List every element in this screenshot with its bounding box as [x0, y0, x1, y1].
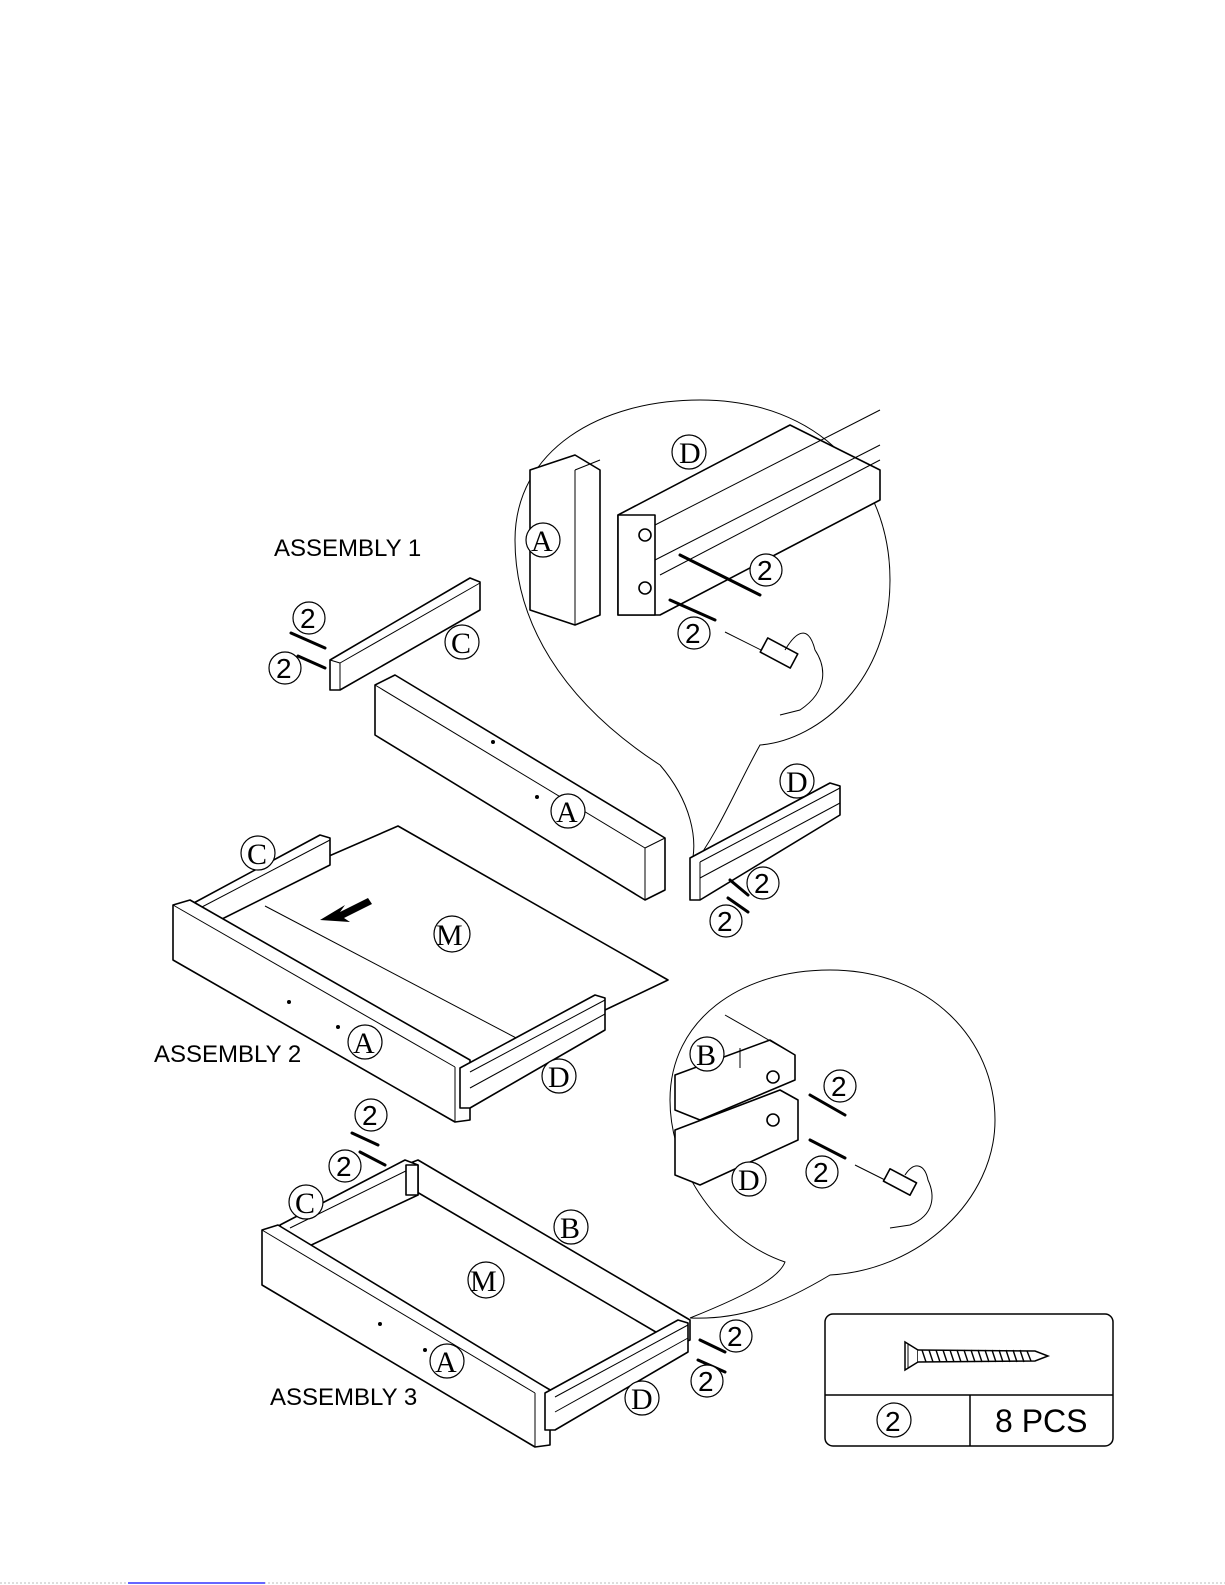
label-m: M — [436, 919, 463, 952]
label-c: C — [451, 627, 471, 660]
label-c-2: C — [247, 838, 267, 871]
hardware-table: 2 8 PCS — [825, 1314, 1113, 1446]
label-d-2: D — [548, 1061, 570, 1094]
block-icon — [406, 1165, 418, 1195]
detail-callout-2: B 2 2 D — [670, 970, 995, 1318]
assembly-3-title: ASSEMBLY 3 — [270, 1384, 417, 1411]
hardware-number: 2 — [685, 618, 701, 649]
label-d-detail-1: D — [679, 437, 701, 470]
label-d-detail-2: D — [738, 1164, 760, 1197]
label-a-2: A — [353, 1027, 375, 1060]
screwdriver-icon — [760, 638, 798, 668]
hardware-number: 2 — [813, 1157, 829, 1188]
label-d-3: D — [631, 1383, 653, 1416]
assembly-2-title: ASSEMBLY 2 — [154, 1041, 301, 1068]
hardware-number: 2 — [754, 868, 770, 899]
hardware-number: 2 — [336, 1151, 352, 1182]
label-b: B — [560, 1212, 580, 1245]
hardware-number: 2 — [300, 603, 316, 634]
label-a: A — [556, 796, 578, 829]
label-a-3: A — [435, 1346, 457, 1379]
screwdriver-icon — [883, 1169, 916, 1195]
hardware-quantity: 8 PCS — [995, 1403, 1087, 1439]
hardware-number: 2 — [362, 1100, 378, 1131]
label-m-3: M — [470, 1265, 497, 1298]
label-c-3: C — [295, 1187, 315, 1220]
assembly-1-title: ASSEMBLY 1 — [274, 535, 421, 562]
board-a-3 — [262, 1225, 550, 1447]
hardware-number: 2 — [831, 1071, 847, 1102]
board-b — [405, 1160, 690, 1345]
label-a-detail-1: A — [531, 525, 553, 558]
rail-d-detail — [618, 425, 880, 615]
hardware-number: 2 — [727, 1321, 743, 1352]
label-d: D — [786, 766, 808, 799]
label-b-detail: B — [696, 1039, 716, 1072]
hardware-number: 2 — [757, 555, 773, 586]
hand-icon — [780, 633, 823, 715]
hardware-number: 2 — [276, 653, 292, 684]
hardware-number: 2 — [698, 1366, 714, 1397]
hardware-number: 2 — [717, 906, 733, 937]
assembly-2: ASSEMBLY 2 C M A D — [154, 826, 668, 1122]
hardware-id: 2 — [885, 1406, 901, 1437]
